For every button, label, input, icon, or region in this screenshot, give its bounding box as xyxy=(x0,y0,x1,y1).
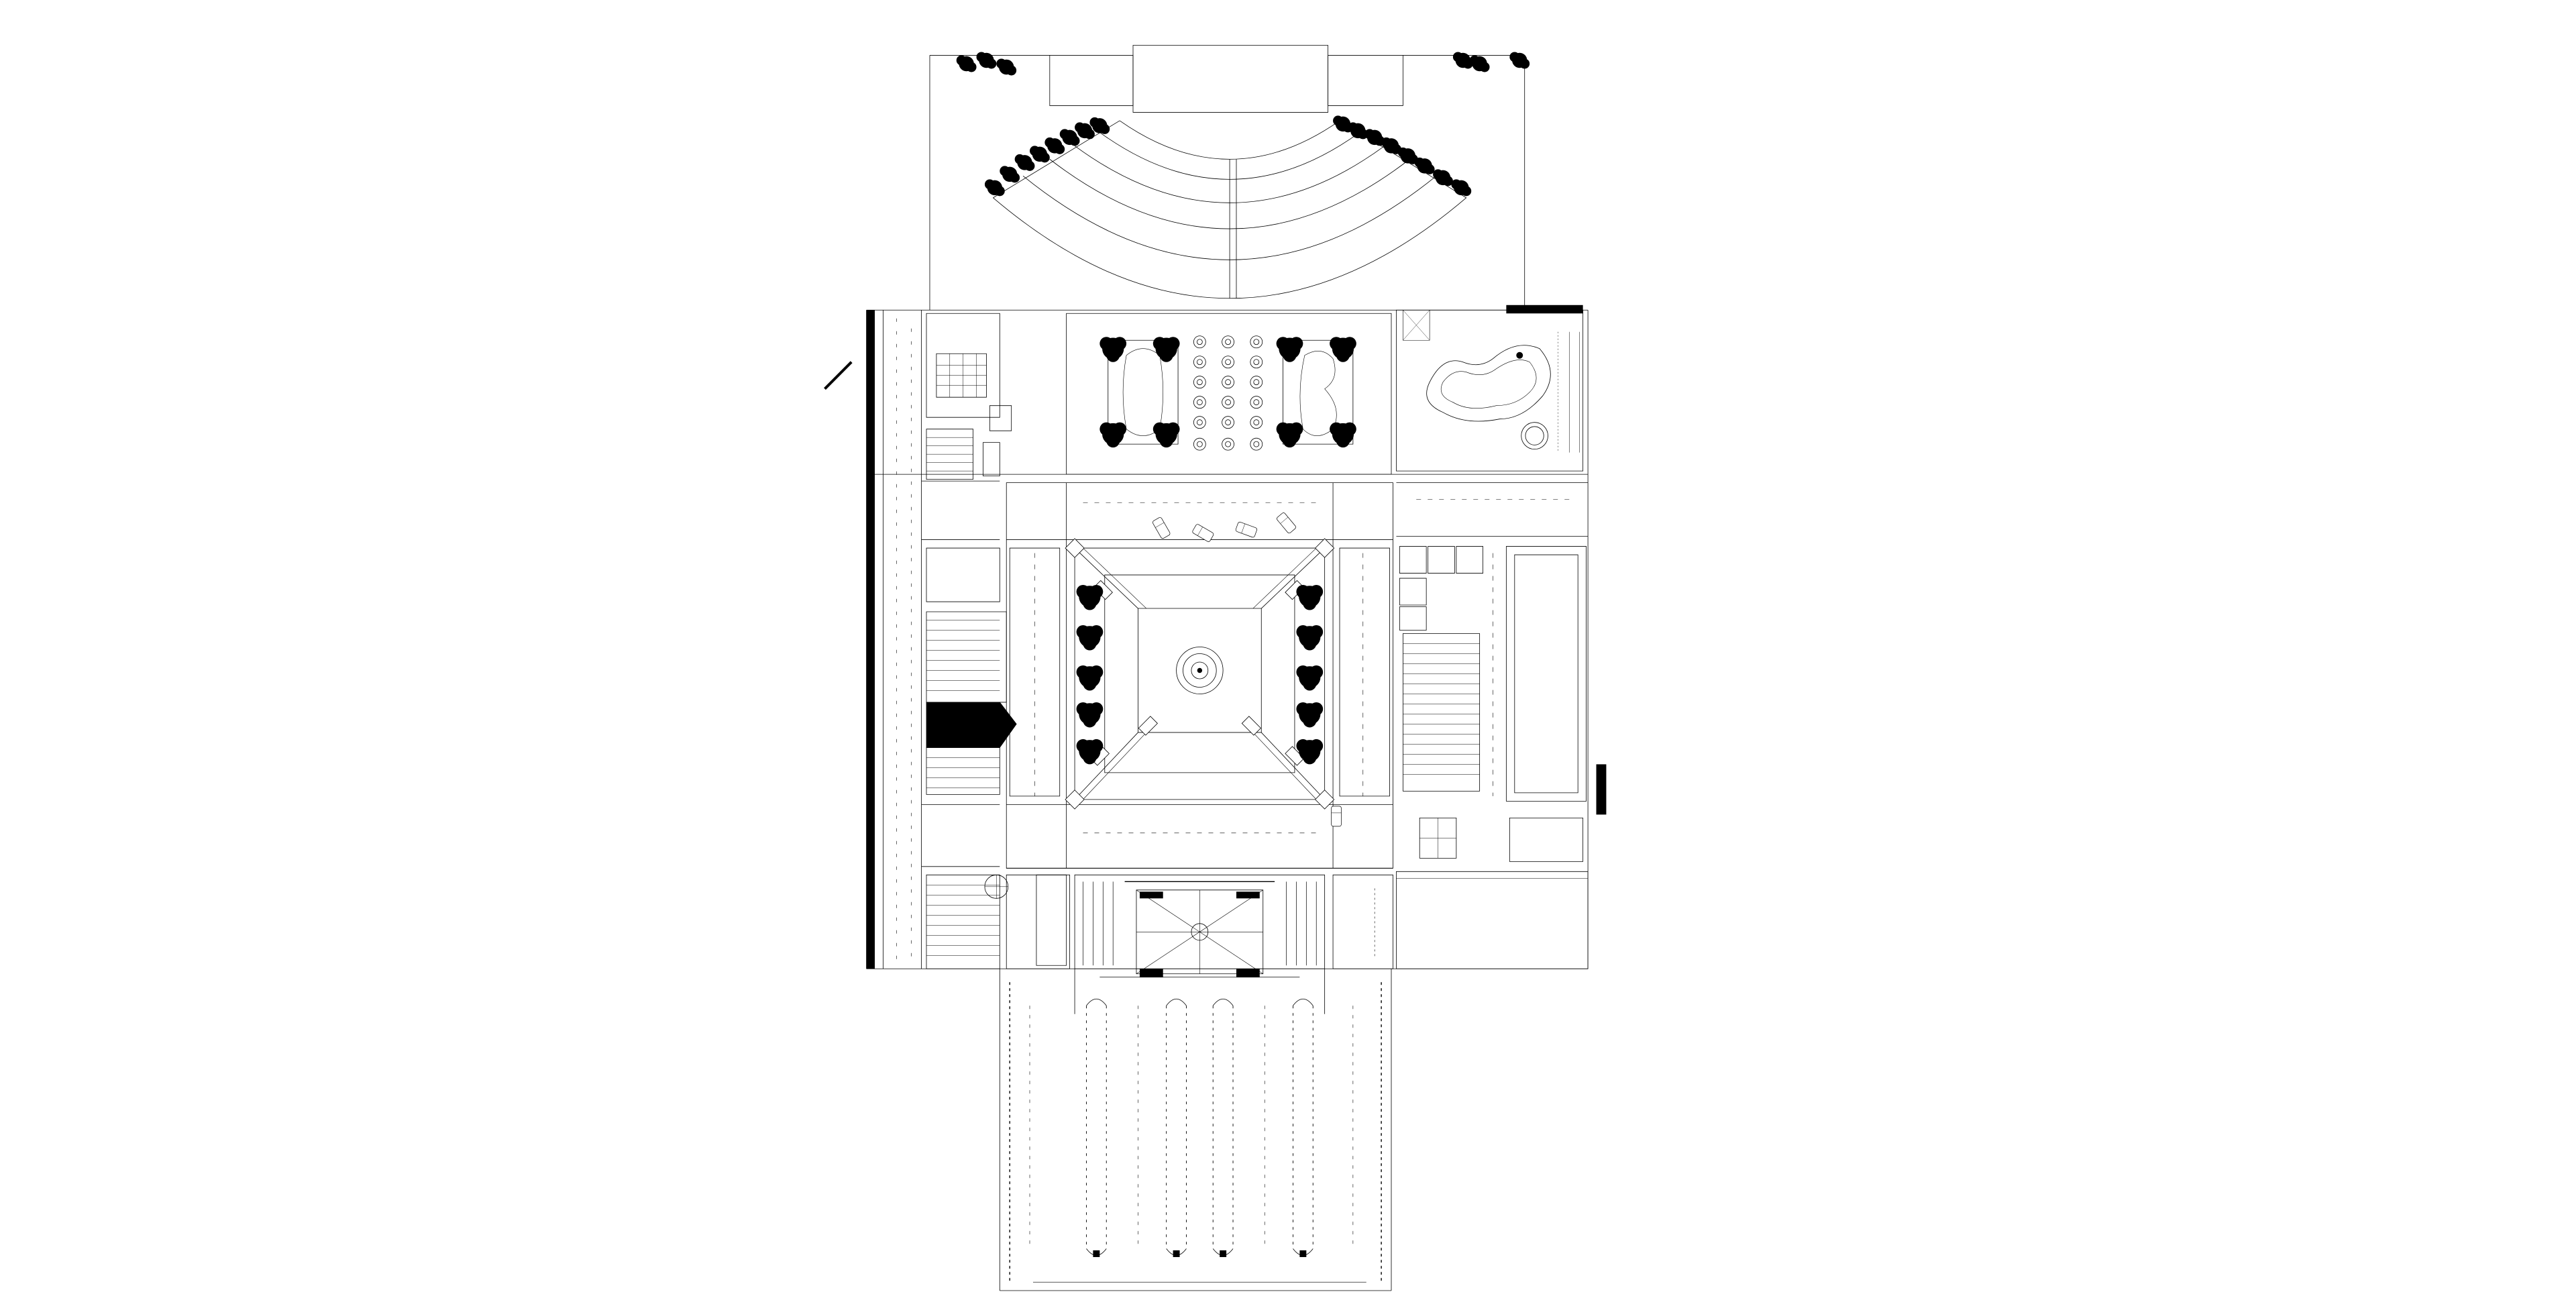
west-stand-solid xyxy=(926,702,1016,747)
northeast-pond-block xyxy=(1396,305,1582,471)
north-park xyxy=(1067,313,1391,474)
central-plaza xyxy=(1006,483,1393,869)
west-road xyxy=(824,310,1000,969)
fountain-ring xyxy=(1521,423,1548,449)
north-park-table-grid xyxy=(1193,335,1263,451)
pond-track xyxy=(1427,345,1551,421)
south-building xyxy=(1006,868,1393,977)
amphitheatre-stage xyxy=(1133,45,1328,112)
east-block xyxy=(1396,483,1607,969)
parking-lot xyxy=(1010,969,1381,1282)
west-block xyxy=(926,313,1016,969)
amphitheatre-trees xyxy=(955,51,1531,197)
stepped-pyramid xyxy=(1065,539,1334,809)
central-fountain xyxy=(1177,647,1224,694)
site-boundary xyxy=(867,310,1588,1291)
